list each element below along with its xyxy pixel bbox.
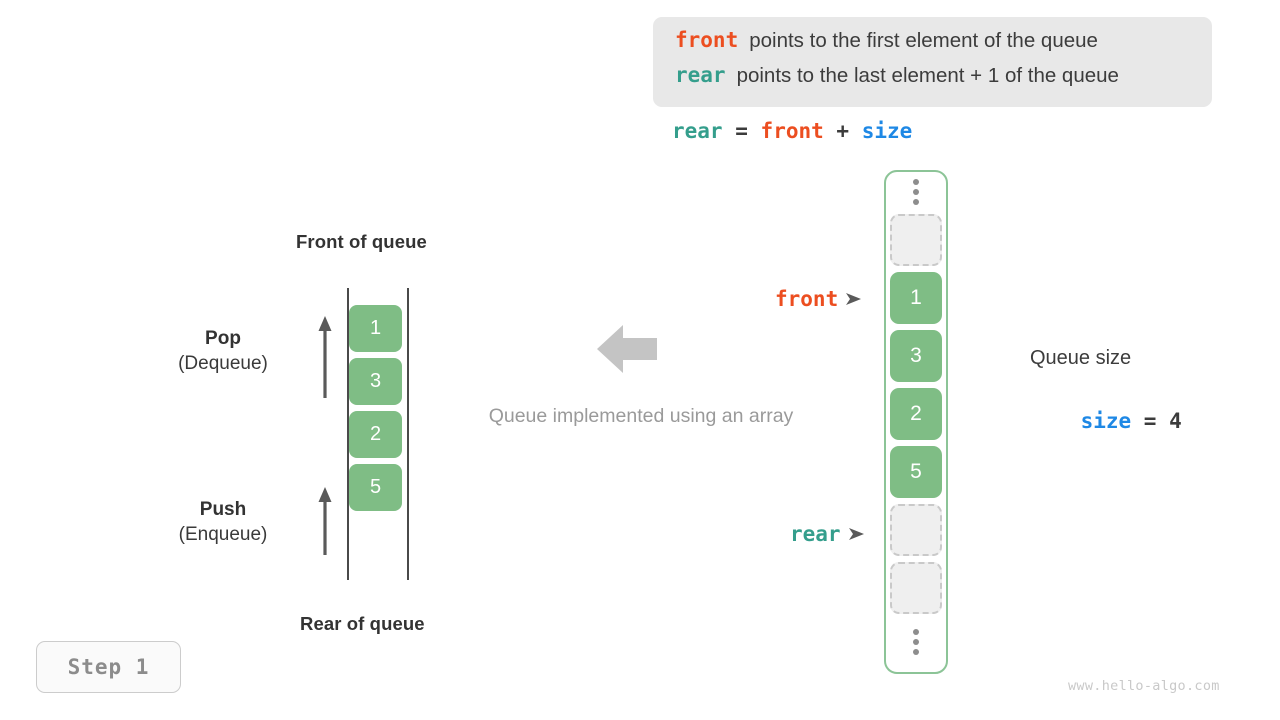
stack-cell: 3 bbox=[349, 358, 402, 405]
array-cell-empty bbox=[890, 504, 942, 556]
stack-rail-left bbox=[347, 288, 349, 580]
push-arrow-icon bbox=[318, 487, 332, 555]
watermark: www.hello-algo.com bbox=[1068, 678, 1220, 694]
queue-size-block: Queue size size = 4 bbox=[1030, 343, 1182, 469]
array-cell-empty bbox=[890, 214, 942, 266]
stack-cells: 1 3 2 5 bbox=[349, 305, 402, 517]
legend-keyword-front: front bbox=[675, 28, 739, 52]
pop-arrow-icon bbox=[318, 316, 332, 398]
legend-line-front: front points to the first element of the… bbox=[675, 28, 1190, 63]
pointer-arrowhead-icon bbox=[848, 528, 864, 540]
rear-of-queue-label: Rear of queue bbox=[300, 613, 425, 634]
formula-rear-equals-front-plus-size: rear = front + size bbox=[672, 119, 912, 143]
stack-cell: 1 bbox=[349, 305, 402, 352]
formula-space-2 bbox=[824, 119, 837, 143]
array-container bbox=[884, 170, 948, 674]
stack-cell: 5 bbox=[349, 464, 402, 511]
array-cell-filled: 3 bbox=[890, 330, 942, 382]
stack-cell: 2 bbox=[349, 411, 402, 458]
formula-space-3 bbox=[849, 119, 862, 143]
legend-line-rear: rear points to the last element + 1 of t… bbox=[675, 63, 1190, 98]
array-cell-filled: 5 bbox=[890, 446, 942, 498]
push-subtitle: (Enqueue) bbox=[178, 524, 268, 545]
formula-equals bbox=[723, 119, 736, 143]
step-badge: Step 1 bbox=[36, 641, 181, 693]
front-pointer: front bbox=[775, 287, 862, 311]
legend-keyword-rear: rear bbox=[675, 63, 726, 87]
left-arrow-icon bbox=[597, 325, 657, 373]
legend-box: front points to the first element of the… bbox=[653, 17, 1212, 107]
pop-title: Pop bbox=[205, 328, 241, 349]
legend-text-rear: points to the last element + 1 of the qu… bbox=[736, 64, 1119, 87]
array-ellipsis-bottom bbox=[913, 620, 919, 664]
queue-size-value: 4 bbox=[1169, 409, 1182, 433]
queue-size-title: Queue size bbox=[1030, 347, 1132, 369]
pop-operation-label: Pop (Dequeue) bbox=[138, 327, 308, 377]
array-cells: 1 3 2 5 bbox=[884, 170, 948, 664]
formula-lhs: rear bbox=[672, 119, 723, 143]
array-ellipsis-top bbox=[913, 170, 919, 214]
legend-text-front: points to the first element of the queue bbox=[749, 29, 1098, 52]
array-cell-empty bbox=[890, 562, 942, 614]
front-pointer-label: front bbox=[775, 287, 839, 311]
pointer-arrowhead-icon bbox=[846, 293, 862, 305]
pop-subtitle: (Dequeue) bbox=[178, 353, 268, 374]
queue-size-equals: = bbox=[1131, 409, 1170, 433]
formula-rhs-size: size bbox=[861, 119, 913, 143]
formula-plus-sign: + bbox=[836, 119, 850, 143]
formula-rhs-front: front bbox=[760, 119, 824, 143]
push-title: Push bbox=[199, 499, 247, 520]
queue-size-var: size bbox=[1080, 409, 1132, 433]
rear-pointer-label: rear bbox=[790, 522, 841, 546]
formula-equals-sign: = bbox=[735, 119, 748, 143]
array-cell-filled: 1 bbox=[890, 272, 942, 324]
front-of-queue-label: Front of queue bbox=[296, 231, 427, 252]
formula-space-1 bbox=[748, 119, 761, 143]
array-cell-filled: 2 bbox=[890, 388, 942, 440]
center-caption: Queue implemented using an array bbox=[488, 405, 794, 427]
push-operation-label: Push (Enqueue) bbox=[138, 498, 308, 548]
stack-rail-right bbox=[407, 288, 409, 580]
queue-size-expression: size = 4 bbox=[1030, 373, 1182, 469]
rear-pointer: rear bbox=[790, 522, 865, 546]
